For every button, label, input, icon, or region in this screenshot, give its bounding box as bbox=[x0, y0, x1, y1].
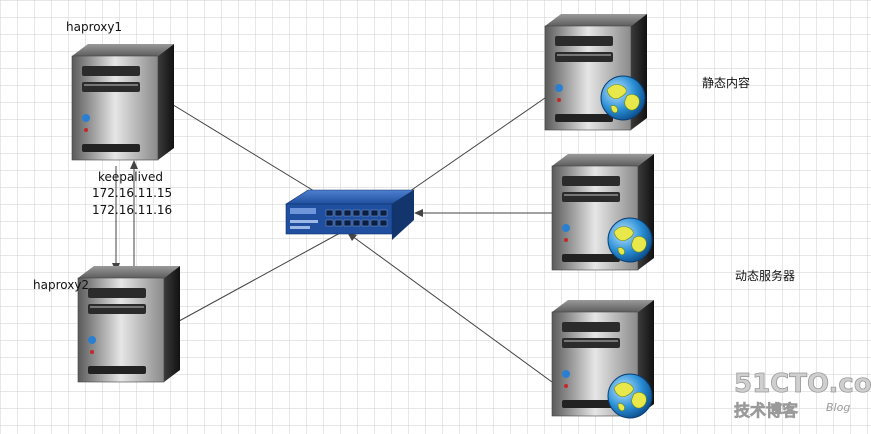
haproxy2-server[interactable] bbox=[77, 265, 181, 383]
dynamic-servers-label: 动态服务器 bbox=[735, 268, 795, 283]
static-content-label: 静态内容 bbox=[702, 75, 750, 90]
server-icon bbox=[71, 43, 175, 161]
watermark-blog: Blog bbox=[826, 401, 850, 414]
network-switch[interactable] bbox=[284, 189, 416, 240]
web-server-dynamic-2[interactable] bbox=[551, 299, 655, 419]
link-dynamic2-switch bbox=[351, 235, 553, 383]
globe-icon bbox=[607, 373, 653, 419]
network-switch-icon bbox=[284, 189, 416, 240]
keepalived-ip1: 172.16.11.15 bbox=[92, 186, 172, 200]
connections bbox=[115, 97, 553, 383]
haproxy1-server[interactable] bbox=[71, 43, 175, 161]
link-haproxy2-switch bbox=[169, 232, 341, 327]
web-server-dynamic-1[interactable] bbox=[551, 153, 655, 271]
watermark-sub: 技术博客 bbox=[734, 401, 799, 420]
watermark: 51CTO.com 技术博客 Blog bbox=[734, 369, 871, 421]
web-server-static[interactable] bbox=[544, 13, 648, 131]
watermark-brand: 51CTO.com bbox=[734, 369, 871, 399]
haproxy1-label: haproxy1 bbox=[66, 20, 122, 34]
haproxy2-label: haproxy2 bbox=[33, 278, 89, 292]
server-icon bbox=[77, 265, 181, 383]
arrow-keepalived-up bbox=[130, 160, 138, 169]
globe-icon bbox=[607, 217, 653, 263]
link-static-switch bbox=[399, 97, 546, 199]
keepalived-label: keepalived bbox=[98, 170, 163, 184]
globe-icon bbox=[600, 75, 646, 121]
keepalived-ip2: 172.16.11.16 bbox=[92, 203, 172, 217]
arrow-dynamic1-switch bbox=[414, 209, 423, 217]
